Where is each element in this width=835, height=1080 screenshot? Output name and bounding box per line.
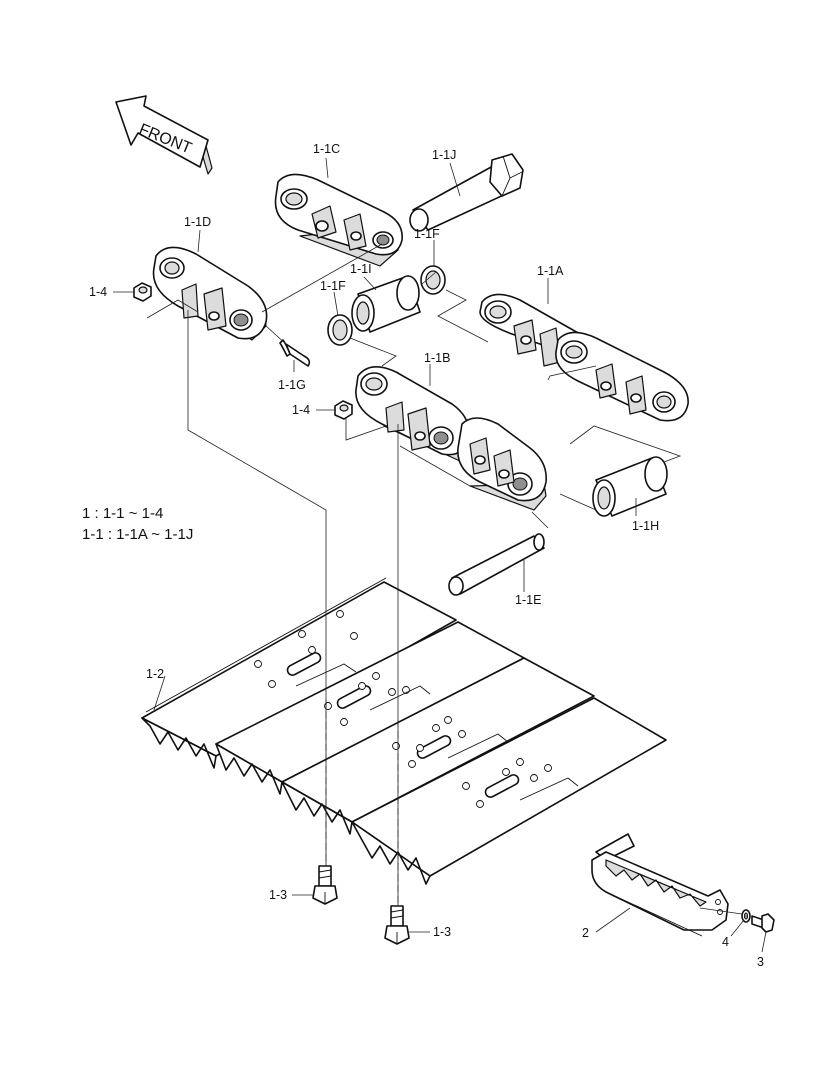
bushing-1-1I [351,275,421,333]
seal-1-1F-lower [327,314,353,346]
callout-1-2: 1-2 [146,667,164,681]
callout-1-1E: 1-1E [515,593,541,607]
callout-1-1H: 1-1H [632,519,659,533]
callout-1-1C: 1-1C [313,142,340,156]
callout-1-4-top: 1-4 [89,285,107,299]
track-guard-2 [591,833,729,937]
link-1-1A [479,293,689,422]
spring-pin-1-1G [279,339,311,367]
seal-1-1F-upper [420,265,446,295]
bolt-3 [751,913,775,933]
bushing-1-1H [592,456,668,517]
track-shoe-1-2 [141,577,667,885]
callout-1-1D: 1-1D [184,215,211,229]
callout-2: 2 [582,926,589,940]
link-1-1C [274,173,403,267]
callout-1-1F-left: 1-1F [320,279,346,293]
pin-1-1E [448,533,545,596]
callout-1-3-left: 1-3 [269,888,287,902]
legend: 1 : 1-1 ~ 1-4 1-1 : 1-1A ~ 1-1J [82,505,193,543]
callout-1-1B: 1-1B [424,351,450,365]
pin-1-1J [409,153,524,232]
legend-line-2: 1-1 : 1-1A ~ 1-1J [82,526,193,543]
callout-1-1A: 1-1A [537,264,564,278]
assembly-lines [146,243,743,915]
callout-leaders [113,157,767,953]
callout-1-1G: 1-1G [278,378,306,392]
nut-1-4-middle [334,400,353,420]
callout-3: 3 [757,955,764,969]
callout-1-1I: 1-1I [350,262,372,276]
callout-1-1F-top: 1-1F [414,227,440,241]
link-1-1B [355,366,547,511]
nut-1-4-upper [133,282,152,302]
callout-1-1J: 1-1J [432,148,456,162]
callout-1-3-right: 1-3 [433,925,451,939]
callout-4: 4 [722,935,729,949]
legend-line-1: 1 : 1-1 ~ 1-4 [82,505,163,522]
washer-4 [741,909,751,923]
callout-labels: 1-1C 1-1J 1-1D 1-1F 1-1I 1-1F 1-1A 1-4 1… [89,142,764,969]
link-1-1D [152,246,268,341]
shoe-bolt-1-3-left [312,865,338,905]
shoe-bolt-1-3-right [384,905,410,945]
callout-1-4-mid: 1-4 [292,403,310,417]
front-direction-arrow: FRONT [115,95,213,175]
